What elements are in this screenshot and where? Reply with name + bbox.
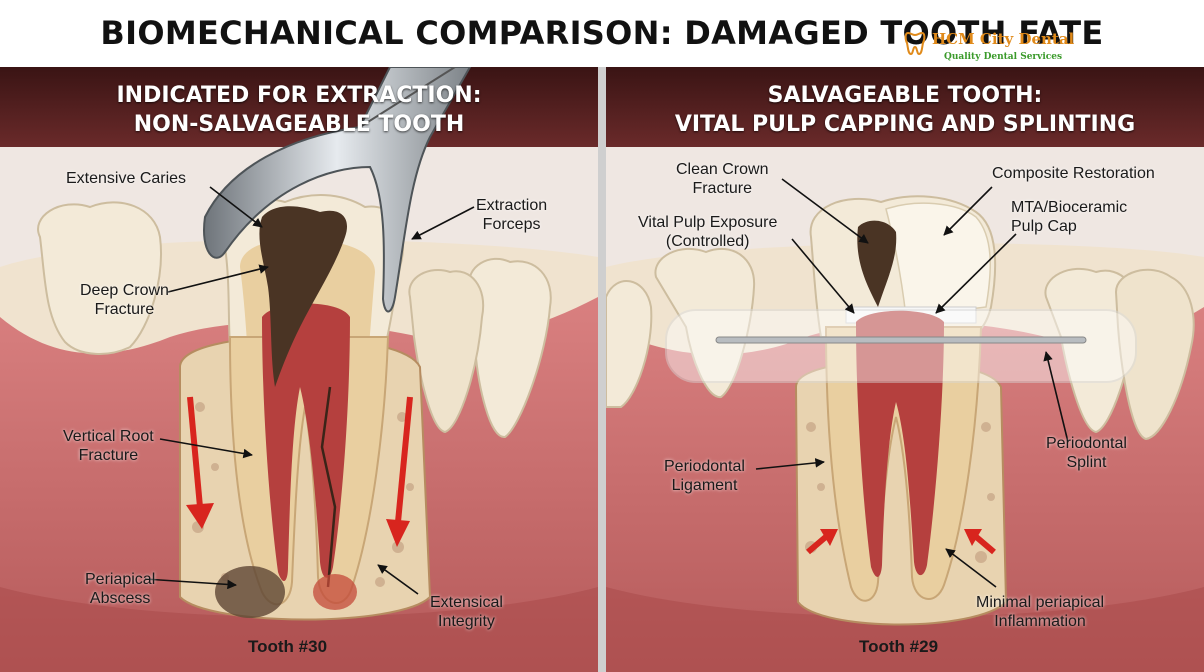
- label-mta-pulp-cap: MTA/Bioceramic Pulp Cap: [1011, 198, 1127, 236]
- salvage-panel: SALVAGEABLE TOOTH: VITAL PULP CAPPING AN…: [606, 67, 1204, 672]
- panel-divider: [598, 67, 606, 672]
- label-periodontal-splint-line1: Periodontal: [1046, 435, 1127, 452]
- label-extensical-integrity: Extensical Integrity: [430, 593, 503, 631]
- label-extraction-forceps: Extraction Forceps: [476, 196, 547, 234]
- label-composite-restoration: Composite Restoration: [992, 165, 1155, 182]
- label-extraction-forceps-line1: Extraction: [476, 197, 548, 214]
- salvage-heading-line1: SALVAGEABLE TOOTH:: [767, 83, 1043, 108]
- label-clean-crown-fracture-line2: Fracture: [692, 180, 753, 197]
- label-periodontal-splint-line2: Splint: [1066, 454, 1107, 471]
- page-title: BIOMECHANICAL COMPARISON: DAMAGED TOOTH …: [100, 14, 1104, 52]
- extraction-heading-line1: INDICATED FOR EXTRACTION:: [116, 83, 482, 108]
- clinic-logo: HCM City Dental Quality Dental Services: [904, 30, 1094, 70]
- logo-tagline: Quality Dental Services: [944, 52, 1063, 62]
- label-extensical-integrity-line2: Integrity: [438, 613, 495, 630]
- label-deep-crown-fracture-line1: Deep Crown: [80, 282, 169, 299]
- extraction-heading-line2: NON-SALVAGEABLE TOOTH: [133, 112, 465, 137]
- label-minimal-periapical-inflammation-line2: Inflammation: [994, 613, 1086, 630]
- salvage-heading: SALVAGEABLE TOOTH: VITAL PULP CAPPING AN…: [606, 81, 1204, 139]
- label-vital-pulp-exposure: Vital Pulp Exposure (Controlled): [638, 213, 777, 251]
- label-mta-pulp-cap-line1: MTA/Bioceramic: [1011, 199, 1128, 216]
- label-periapical-abscess-line2: Abscess: [89, 590, 151, 607]
- label-minimal-periapical-inflammation-line1: Minimal periapical: [976, 594, 1105, 611]
- label-periodontal-ligament: Periodontal Ligament: [664, 457, 745, 495]
- label-deep-crown-fracture-line2: Fracture: [94, 301, 155, 318]
- label-vital-pulp-exposure-line1: Vital Pulp Exposure: [638, 214, 778, 231]
- extraction-heading: INDICATED FOR EXTRACTION: NON-SALVAGEABL…: [0, 81, 598, 139]
- label-clean-crown-fracture: Clean Crown Fracture: [676, 160, 768, 198]
- label-vital-pulp-exposure-line2: (Controlled): [665, 233, 750, 250]
- salvage-heading-line2: VITAL PULP CAPPING AND SPLINTING: [674, 112, 1136, 137]
- extraction-illustration: [0, 67, 598, 672]
- tooth-logo-icon: [904, 31, 926, 56]
- label-vertical-root-fracture-line1: Vertical Root: [63, 428, 154, 445]
- label-clean-crown-fracture-line1: Clean Crown: [676, 161, 769, 178]
- label-deep-crown-fracture: Deep Crown Fracture: [80, 281, 169, 319]
- label-vertical-root-fracture: Vertical Root Fracture: [63, 427, 154, 465]
- label-periodontal-ligament-line2: Ligament: [671, 477, 738, 494]
- label-minimal-periapical-inflammation: Minimal periapical Inflammation: [976, 593, 1104, 631]
- label-periodontal-ligament-line1: Periodontal: [664, 458, 745, 475]
- tooth-id-right: Tooth #29: [859, 637, 939, 656]
- label-vertical-root-fracture-line2: Fracture: [78, 447, 139, 464]
- label-extensive-caries: Extensive Caries: [66, 170, 187, 187]
- label-periodontal-splint: Periodontal Splint: [1046, 434, 1127, 472]
- label-mta-pulp-cap-line2: Pulp Cap: [1011, 218, 1077, 235]
- extraction-panel: INDICATED FOR EXTRACTION: NON-SALVAGEABL…: [0, 67, 598, 672]
- logo-name: HCM City Dental: [932, 30, 1075, 48]
- label-extensical-integrity-line1: Extensical: [430, 594, 503, 611]
- label-periapical-abscess-line1: Periapical: [85, 571, 156, 588]
- label-extraction-forceps-line2: Forceps: [482, 216, 541, 233]
- salvage-illustration: [606, 67, 1204, 672]
- tooth-id-left: Tooth #30: [248, 637, 328, 656]
- label-periapical-abscess: Periapical Abscess: [85, 570, 155, 608]
